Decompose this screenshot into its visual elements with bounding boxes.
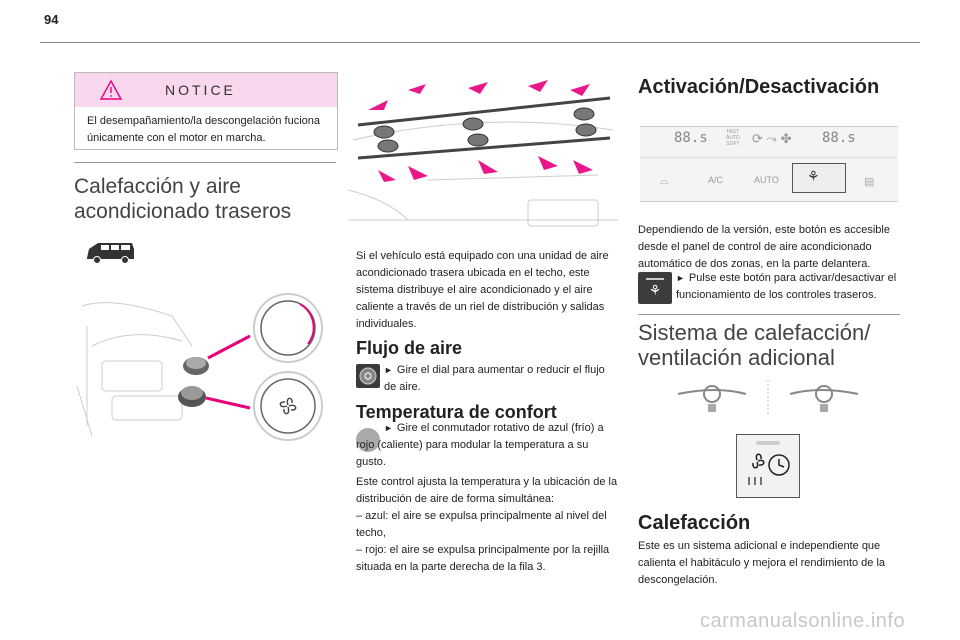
van-icon xyxy=(87,243,134,264)
fast-label: FAST xyxy=(726,129,740,135)
notice-title: NOTICE xyxy=(165,82,236,98)
comfort-title: Temperatura de confort xyxy=(356,402,557,422)
additional-title-line2: ventilación adicional xyxy=(638,345,835,370)
fan-icon: ✤ xyxy=(780,131,792,146)
recirculation-icon: ⟳ xyxy=(752,131,763,146)
roof-air-vents-illustration xyxy=(348,80,618,227)
heating-text: Este es un sistema adicional e independi… xyxy=(638,540,886,586)
temp-right-display: 88.s xyxy=(822,130,856,146)
auto-label: AUTO xyxy=(726,135,740,141)
activation-instruction: ►Pulse este botón para activar/desactiva… xyxy=(676,270,900,304)
rear-ac-title: Calefacción y aire acondicionado trasero… xyxy=(74,174,344,224)
heating-title: Calefacción xyxy=(638,512,751,534)
ac-button[interactable]: A/C xyxy=(708,175,724,185)
fan-dial-icon xyxy=(356,364,380,388)
page-number: 94 xyxy=(44,12,59,27)
auto-button[interactable]: AUTO xyxy=(754,175,779,185)
warning-triangle-icon xyxy=(99,79,123,100)
airflow-instruction-text: Gire el dial para aumentar o reducir el … xyxy=(384,364,605,393)
additional-title-line1: Sistema de calefacción/ xyxy=(638,320,871,345)
rear-controls-button[interactable]: ⚘ xyxy=(792,163,846,193)
rear-controls-icon: ⚘ xyxy=(807,168,820,184)
panel-icons: ⟳ ⤳ ✤ xyxy=(752,131,791,147)
notice-header: NOTICE xyxy=(75,73,337,107)
rear-ac-title-line1: Calefacción y aire xyxy=(74,175,241,198)
comfort-line2: – azul: el aire se expulsa principalment… xyxy=(356,510,607,539)
comfort-details: Este control ajusta la temperatura y la … xyxy=(356,474,620,576)
comfort-instruction-text: Gire el conmutador rotativo de azul (frí… xyxy=(356,422,604,468)
bullet-arrow-icon: ► xyxy=(384,365,393,375)
rear-defrost-button[interactable]: ▤ xyxy=(864,175,874,188)
comfort-instruction: ►Gire el conmutador rotativo de azul (fr… xyxy=(356,420,620,471)
additional-title: Sistema de calefacción/ ventilación adic… xyxy=(638,320,908,370)
section-divider xyxy=(74,162,336,163)
front-defrost-icon: ⌓ xyxy=(660,175,669,187)
bullet-arrow-icon: ► xyxy=(676,273,685,283)
front-defrost-button[interactable]: ⌓ xyxy=(660,175,669,188)
bullet-arrow-icon: ► xyxy=(384,423,393,433)
temperature-dial-icon xyxy=(356,428,380,452)
heater-timer-button[interactable] xyxy=(736,434,800,498)
rear-controls-illustration xyxy=(76,293,323,441)
fan-timer-icon xyxy=(748,453,790,485)
panel-divider xyxy=(640,157,898,158)
comfort-line1: Este control ajusta la temperatura y la … xyxy=(356,476,618,505)
rear-defrost-icon: ▤ xyxy=(864,176,875,188)
airflow-title: Flujo de aire xyxy=(356,338,463,358)
section-divider xyxy=(638,314,900,315)
activation-text: Dependiendo de la versión, este botón es… xyxy=(638,224,890,270)
air-distribution-icon: ⤳ xyxy=(766,131,777,146)
notice-text: El desempañamiento/la descongelación fuc… xyxy=(87,115,320,144)
airflow-instruction: ►Gire el dial para aumentar o reducir el… xyxy=(384,362,616,396)
temp-left-display: 88.s xyxy=(674,130,708,146)
soft-label: SOFT xyxy=(726,141,740,147)
rear-ac-intro: Si el vehículo está equipado con una uni… xyxy=(356,250,609,330)
header-divider xyxy=(40,42,920,43)
seat-airflow-icon: ⚘ xyxy=(648,282,662,298)
activation-title: Activación/Desactivación xyxy=(638,76,880,98)
comfort-line3: – rojo: el aire se expulsa principalment… xyxy=(356,544,610,573)
watermark: carmanualsonline.info xyxy=(700,610,906,632)
steering-position-icons xyxy=(677,380,859,416)
activation-instruction-text: Pulse este botón para activar/desactivar… xyxy=(676,272,897,301)
mode-labels: FAST AUTO SOFT xyxy=(726,129,740,147)
rear-controls-button-icon: ⚘ xyxy=(638,272,672,304)
rear-ac-title-line2: acondicionado traseros xyxy=(74,200,292,223)
notice-box: NOTICE El desempañamiento/la descongelac… xyxy=(74,72,338,150)
ac-control-panel: 88.s FAST AUTO SOFT ⟳ ⤳ ✤ 88.s ⌓ A/C AUT… xyxy=(640,126,898,202)
